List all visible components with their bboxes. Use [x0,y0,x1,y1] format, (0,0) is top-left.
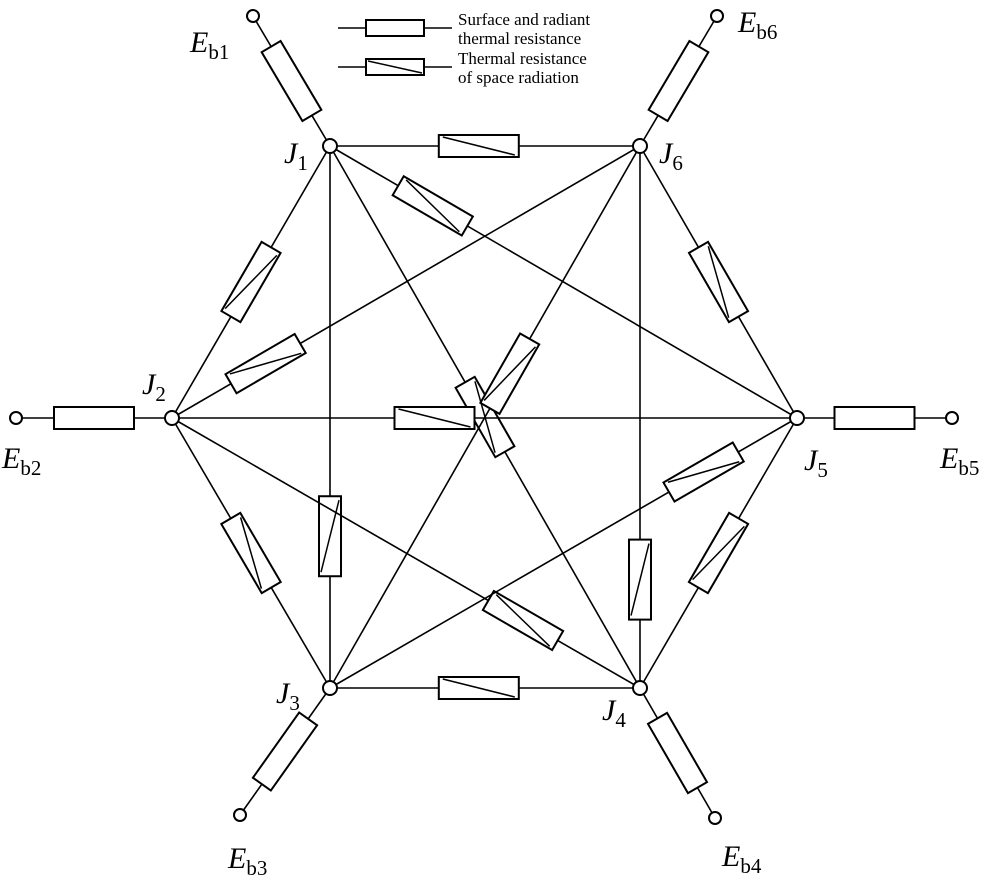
surface-resistor-eb5-body [833,406,916,430]
space-resistor-j1-j2 [220,240,282,324]
label-j1: J1 [284,137,308,175]
surface-resistor-eb4-body [646,711,709,795]
surface-resistor-eb4 [646,711,709,795]
label-eb4: Eb4 [721,840,762,878]
label-eb1: Eb1 [189,26,229,64]
space-resistor-j5-j6-slash [707,246,730,318]
label-j5: J5 [804,444,828,482]
space-resistor-j1-j6-slash [442,136,515,156]
space-resistor-j4-j5 [687,511,750,595]
legend-space-label-line1: Thermal resistance [458,49,587,68]
space-resistor-j3-j4-slash [442,678,515,698]
space-resistor-j3-j5-slash [667,461,740,483]
edge-j2-j4 [171,417,641,689]
space-resistor-j2-j5 [393,406,476,430]
legend-space-resistor-slash [367,60,423,74]
label-j4: J4 [602,694,626,732]
legend-surface-label-line2: thermal resistance [458,29,581,48]
legend-surface-label-line1: Surface and radiant [458,10,590,29]
label-j6: J6 [659,137,683,175]
terminal-eb2 [9,411,23,425]
space-resistor-j4-j6 [628,538,652,621]
node-j5 [789,410,805,426]
label-eb3: Eb3 [227,842,267,878]
space-resistor-j3-j6-slash [483,346,537,401]
label-eb6: Eb6 [737,6,777,44]
space-resistor-j1-j5 [391,174,475,237]
space-resistor-j2-j4 [481,589,565,652]
terminal-eb4 [708,811,722,825]
label-eb2: Eb2 [1,442,41,480]
surface-resistor-eb1 [260,39,323,123]
terminal-eb6 [710,9,724,23]
space-resistor-j3-j5 [662,441,746,503]
space-resistor-j1-j3 [318,495,342,578]
surface-resistor-eb2 [53,406,135,430]
surface-resistor-eb3 [251,711,319,792]
space-resistor-j3-j6 [479,332,541,416]
space-resistor-j2-j5-slash [398,408,471,428]
space-resistor-j2-j6 [224,332,308,395]
node-j3 [322,680,338,696]
space-resistor-j2-j6-slash [229,352,302,375]
legend: Surface and radiant thermal resistance T… [338,10,590,87]
space-resistor-j4-j5-slash [692,525,745,581]
node-j1 [322,138,338,154]
node-j4 [632,680,648,696]
node-j6 [632,138,648,154]
surface-resistor-eb3-body [251,711,319,792]
space-resistor-j3-j4 [437,676,520,700]
space-resistance-network [171,134,798,700]
label-j2: J2 [142,368,166,406]
space-resistor-j4-j6-slash [630,543,650,616]
surface-resistor-eb1-body [260,39,323,123]
surface-resistor-eb6-body [647,39,710,123]
space-resistor-j5-j6 [687,240,750,324]
label-eb5: Eb5 [939,442,979,480]
legend-space-label-line2: of space radiation [458,68,579,87]
nodes [9,9,959,825]
space-resistor-j2-j3-slash [239,517,263,589]
surface-resistor-eb5 [833,406,916,430]
terminal-eb3 [233,808,247,822]
space-resistor-j1-j5-slash [405,179,460,233]
space-resistor-j1-j6 [437,134,520,158]
terminal-eb5 [945,411,959,425]
terminal-eb1 [246,9,260,23]
label-j3: J3 [276,677,300,715]
surface-resistor-eb6 [647,39,710,123]
space-resistor-j2-j4-slash [495,594,551,647]
surface-resistance-branches [16,15,952,819]
space-resistor-j2-j3 [219,511,283,595]
surface-resistor-eb2-body [53,406,135,430]
edge-j3-j6 [329,145,641,689]
legend-surface-resistor-icon [365,19,425,37]
space-resistor-j1-j2-slash [224,254,278,310]
node-j2 [164,410,180,426]
